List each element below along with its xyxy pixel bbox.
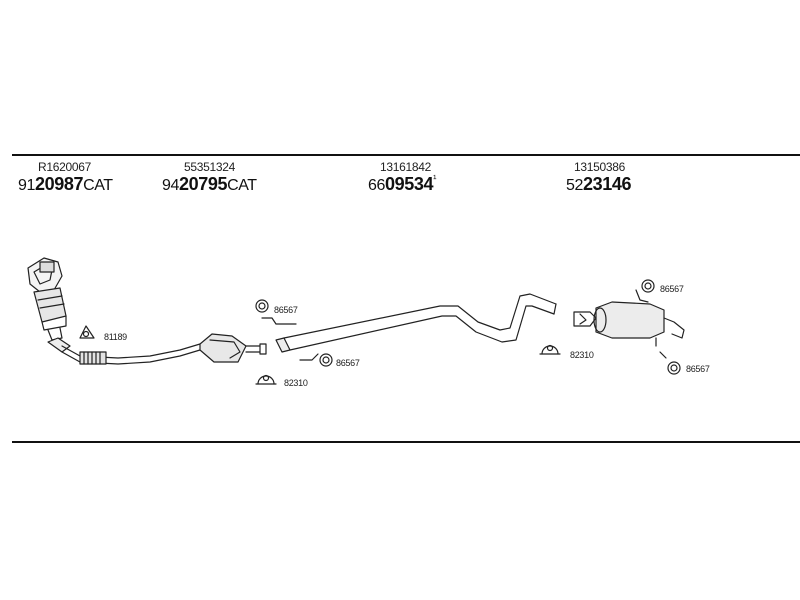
callout-hanger-mid-top: 86567 (274, 305, 298, 315)
callout-hanger-rear-top: 86567 (660, 284, 684, 294)
oem-number: 55351324 (184, 160, 235, 174)
clamp-mid (255, 374, 277, 385)
manifold-catalyst (27, 257, 67, 341)
part-code-2: 9420795CAT (162, 174, 257, 195)
callout-clamp-rear: 82310 (570, 350, 594, 360)
gasket-front (79, 325, 95, 339)
part-number: 5223146 (566, 174, 632, 194)
part-code-1: 9120987CAT (18, 174, 113, 195)
callout-hanger-mid-bottom: 86567 (336, 358, 360, 368)
part-header-1: R1620067 (38, 160, 91, 174)
part-header-3: 13161842 (380, 160, 431, 174)
callout-gasket-front: 81189 (104, 332, 127, 342)
rear-muffler (573, 301, 685, 347)
part-code-3: 6609534¹ (368, 174, 436, 195)
part-number: 9120987CAT (18, 174, 113, 194)
oem-number: 13161842 (380, 160, 431, 174)
middle-catalyst (199, 333, 267, 363)
top-divider (12, 154, 800, 156)
part-code-4: 5223146 (566, 174, 631, 195)
oem-number: 13150386 (574, 160, 625, 174)
callout-clamp-mid: 82310 (284, 378, 308, 388)
part-number: 6609534¹ (368, 174, 436, 194)
part-header-4: 13150386 (574, 160, 625, 174)
middle-pipe (275, 293, 557, 353)
part-number: 9420795CAT (162, 174, 257, 194)
oem-number: R1620067 (38, 160, 91, 174)
bottom-divider (12, 441, 800, 443)
part-header-2: 55351324 (184, 160, 235, 174)
callout-hanger-rear-bottom: 86567 (686, 364, 710, 374)
hanger-mid-bottom (299, 353, 333, 367)
front-pipe (47, 337, 201, 365)
hanger-rear-bottom (659, 351, 681, 375)
hanger-mid-top (255, 299, 297, 325)
clamp-rear (539, 344, 561, 355)
hanger-rear-top (635, 279, 655, 303)
